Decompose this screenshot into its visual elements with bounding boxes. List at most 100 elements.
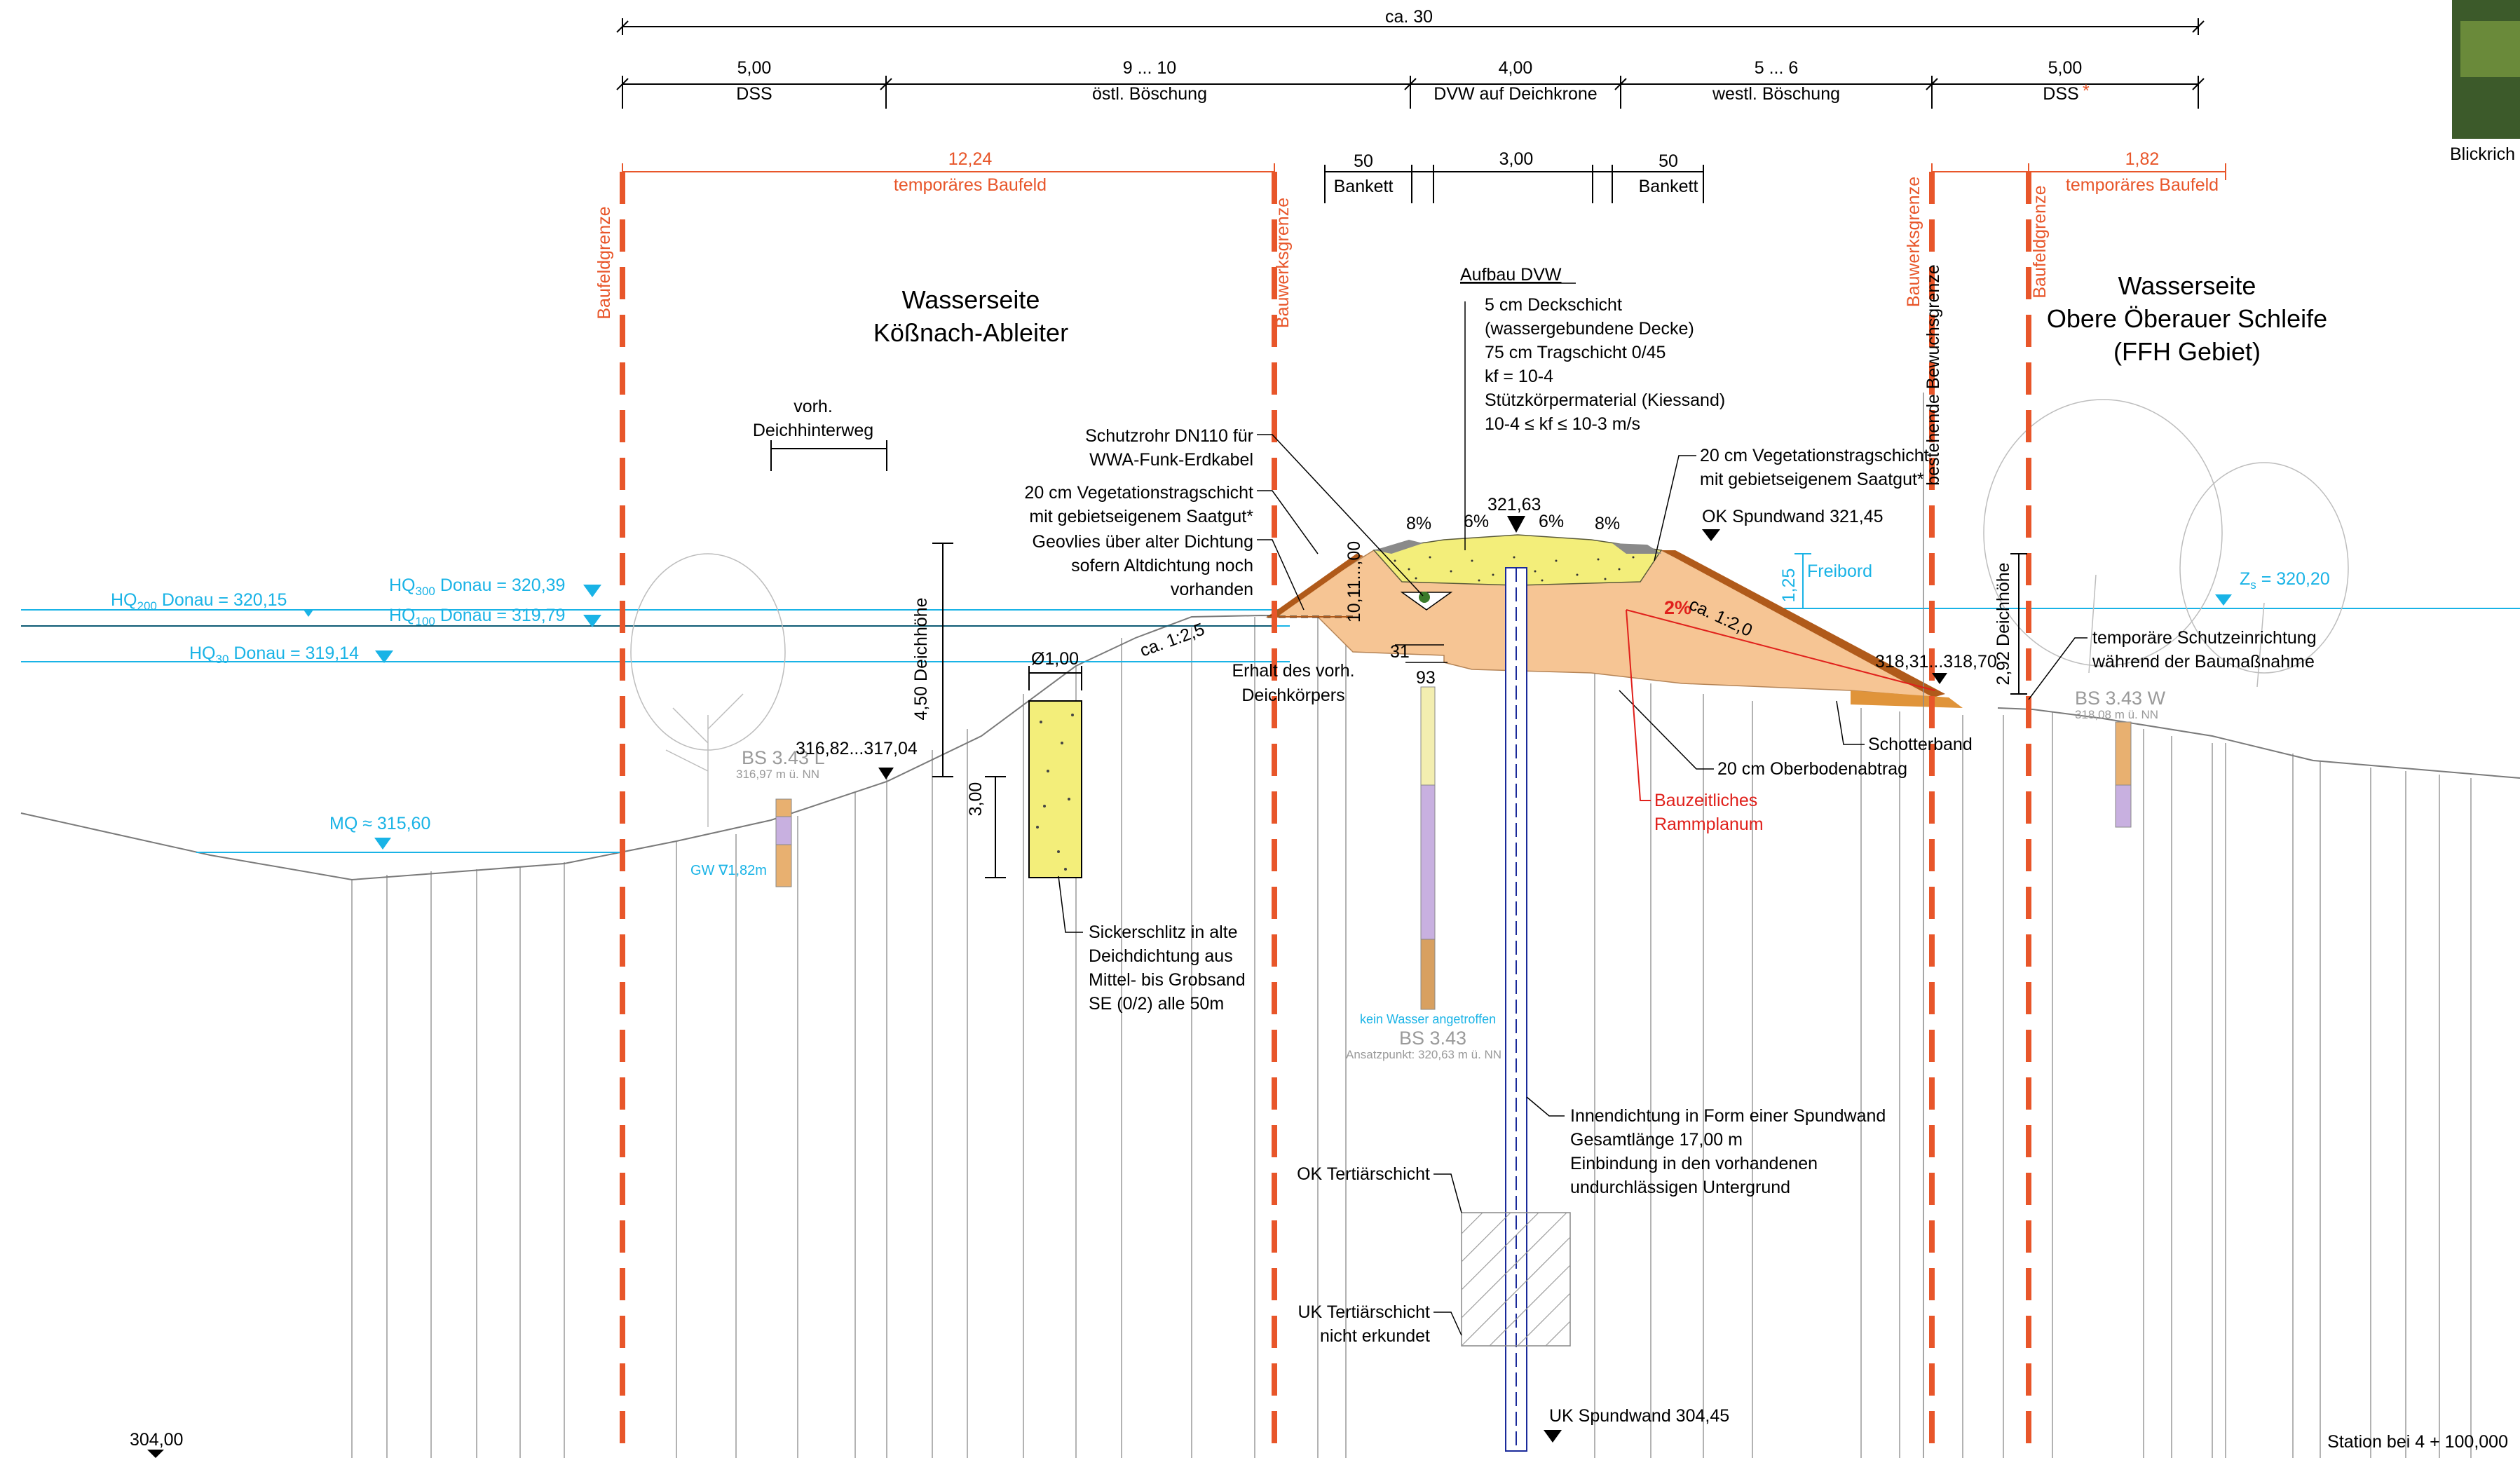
hq100-marker bbox=[583, 615, 601, 627]
baufeldgrenze-right: Baufeldgrenze bbox=[2030, 185, 2050, 298]
bankett-right-label: Bankett bbox=[1639, 177, 1698, 196]
oberboden-label: 20 cm Oberbodenabtrag bbox=[1717, 759, 1907, 779]
dimension-bankett bbox=[1324, 165, 1704, 203]
title-left-line2: Kößnach-Ableiter bbox=[873, 318, 1068, 347]
station-label: Station bei 4 + 100,000 bbox=[2327, 1432, 2508, 1452]
elev-right: 318,31...318,70 bbox=[1875, 652, 1997, 672]
deichhoehe-left: 4,50 Deichhöhe bbox=[911, 597, 931, 720]
left-level-marker bbox=[147, 1450, 164, 1458]
zs-label: Zs = 320,20 bbox=[2240, 569, 2330, 592]
pct-8-left: 8% bbox=[1406, 514, 1431, 533]
innendichtung-line3: Einbindung in den vorhandenen bbox=[1570, 1154, 1818, 1173]
borehole-left bbox=[775, 798, 792, 887]
hq100-label: HQ100 Donau = 319,79 bbox=[389, 606, 565, 628]
veg-right-line1: 20 cm Vegetationstragschicht bbox=[1700, 446, 1929, 465]
schotterband-leader bbox=[1836, 700, 1865, 745]
left-callout-leaders bbox=[1257, 434, 1424, 611]
sickerschlitz-line2: Deichdichtung aus bbox=[1089, 946, 1233, 966]
height-300: 3,00 bbox=[966, 782, 986, 817]
pct-2: 2% bbox=[1664, 597, 1691, 618]
aufbau-line-2: (wassergebundene Decke) bbox=[1485, 319, 1694, 339]
hq200-marker bbox=[304, 610, 313, 617]
dim-overall: ca. 30 bbox=[1385, 7, 1433, 27]
boundary-lines bbox=[620, 172, 2031, 1458]
uk-tertiaer-line2: nicht erkundet bbox=[1320, 1326, 1430, 1346]
borehole-right-elev: 318,08 m ü. NN bbox=[2075, 708, 2158, 721]
freibord-value: 1,25 bbox=[1779, 568, 1799, 603]
dim-westl-boeschung-label: westl. Böschung bbox=[1712, 84, 1840, 104]
schutzeinrichtung-line1: temporäre Schutzeinrichtung bbox=[2092, 628, 2317, 648]
dim-oestl-boeschung-value: 9 ... 10 bbox=[1123, 58, 1176, 78]
tertiary-layer-hatch bbox=[1461, 1212, 1571, 1347]
dimension-chain-overall bbox=[616, 18, 2205, 35]
sheet-pile-wall bbox=[1505, 567, 1527, 1452]
deichhoehe-right-dim bbox=[2010, 553, 2027, 695]
innendichtung-line2: Gesamtlänge 17,00 m bbox=[1570, 1130, 1743, 1150]
borehole-mid-note: kein Wasser angetroffen bbox=[1360, 1012, 1496, 1026]
uk-tertiaer-leader bbox=[1433, 1311, 1462, 1336]
baufeld-left-label: temporäres Baufeld bbox=[894, 175, 1047, 195]
deichhoehe-left-dim bbox=[932, 543, 953, 777]
veg-left-line2: mit gebietseigenem Saatgut* bbox=[1029, 507, 1253, 526]
innendichtung-line1: Innendichtung in Form einer Spundwand bbox=[1570, 1106, 1886, 1126]
sickerschlitz-line4: SE (0/2) alle 50m bbox=[1089, 994, 1224, 1014]
hq300-marker bbox=[583, 585, 601, 597]
bankett-left-value: 50 bbox=[1354, 151, 1373, 171]
dim-93-line bbox=[1395, 644, 1448, 663]
schutzeinrichtung-line2: während der Baumaßnahme bbox=[2092, 652, 2315, 672]
dia-label: Ø1,00 bbox=[1031, 649, 1079, 669]
ground-profile bbox=[20, 614, 1319, 881]
sickerschlitz-line3: Mittel- bis Grobsand bbox=[1089, 970, 1246, 990]
dim-1000: 10,11...,00 bbox=[1344, 541, 1364, 622]
innendichtung-leader bbox=[1526, 1096, 1565, 1117]
schutzrohr-line1: Schutzrohr DN110 für bbox=[1085, 426, 1253, 446]
hq200-label: HQ200 Donau = 320,15 bbox=[111, 590, 287, 613]
tree-left-icon bbox=[630, 553, 786, 827]
elev-right-marker bbox=[1932, 673, 1947, 684]
innendichtung-line4: undurchlässigen Untergrund bbox=[1570, 1178, 1790, 1197]
deichhinterweg-line2: Deichhinterweg bbox=[753, 421, 873, 440]
dim-dss-right-value: 5,00 bbox=[2048, 58, 2083, 78]
tree-right-icon bbox=[1983, 399, 2349, 688]
aufbau-line-4: kf = 10-4 bbox=[1485, 367, 1553, 386]
borehole-mid-elev: Ansatzpunkt: 320,63 m ü. NN bbox=[1346, 1048, 1501, 1061]
title-left-line1: Wasserseite bbox=[902, 285, 1040, 314]
gw-label: GW ∇1,82m bbox=[690, 863, 767, 878]
elev-left-marker bbox=[878, 768, 894, 779]
bewuchsgrenze-label: bestehende Bewuchsgrenze bbox=[1923, 264, 1943, 486]
crown-elev-marker bbox=[1507, 516, 1525, 533]
geovlies-line3: vorhanden bbox=[1171, 580, 1253, 599]
title-right-line1: Wasserseite bbox=[2118, 271, 2256, 300]
dia-dim bbox=[1028, 666, 1082, 690]
schutzeinrichtung-leader bbox=[2028, 637, 2087, 700]
photo-thumbnail-detail bbox=[2460, 21, 2520, 77]
pct-6-left: 6% bbox=[1464, 512, 1489, 531]
geovlies-line1: Geovlies über alter Dichtung bbox=[1033, 532, 1253, 552]
ok-spundwand: OK Spundwand 321,45 bbox=[1702, 507, 1884, 526]
rammplanum-line bbox=[1626, 609, 1935, 691]
dim-westl-boeschung-value: 5 ... 6 bbox=[1755, 58, 1799, 78]
aufbau-line-3: 75 cm Tragschicht 0/45 bbox=[1485, 343, 1666, 362]
baufeld-right-value: 1,82 bbox=[2125, 149, 2160, 169]
uk-spundwand: UK Spundwand 304,45 bbox=[1549, 1406, 1729, 1426]
dim-dvw-value: 4,00 bbox=[1499, 58, 1533, 78]
bankett-left-label: Bankett bbox=[1334, 177, 1394, 196]
bankett-right-fill bbox=[1612, 543, 1661, 554]
hq300-label: HQ300 Donau = 320,39 bbox=[389, 575, 565, 598]
rammplanum-line2: Rammplanum bbox=[1654, 815, 1764, 834]
elev-left: 316,82...317,04 bbox=[796, 739, 918, 758]
ok-spundwand-marker bbox=[1702, 529, 1720, 541]
borehole-left-elev: 316,97 m ü. NN bbox=[736, 768, 819, 781]
borehole-right bbox=[2115, 721, 2132, 828]
crown-width: 3,00 bbox=[1499, 149, 1534, 169]
uk-tertiaer-line1: UK Tertiärschicht bbox=[1298, 1302, 1431, 1322]
pct-8-right: 8% bbox=[1595, 514, 1620, 533]
title-right-line2: Obere Öberauer Schleife bbox=[2047, 304, 2327, 333]
erhalt-line1: Erhalt des vorh. bbox=[1232, 661, 1354, 681]
blickrichtung-caption: Blickrich bbox=[2450, 144, 2515, 164]
seepage-slot bbox=[1028, 700, 1082, 878]
crown-elev: 321,63 bbox=[1487, 495, 1541, 515]
ok-tertiaer-leader bbox=[1433, 1173, 1462, 1213]
dim-dss-left-value: 5,00 bbox=[737, 58, 772, 78]
